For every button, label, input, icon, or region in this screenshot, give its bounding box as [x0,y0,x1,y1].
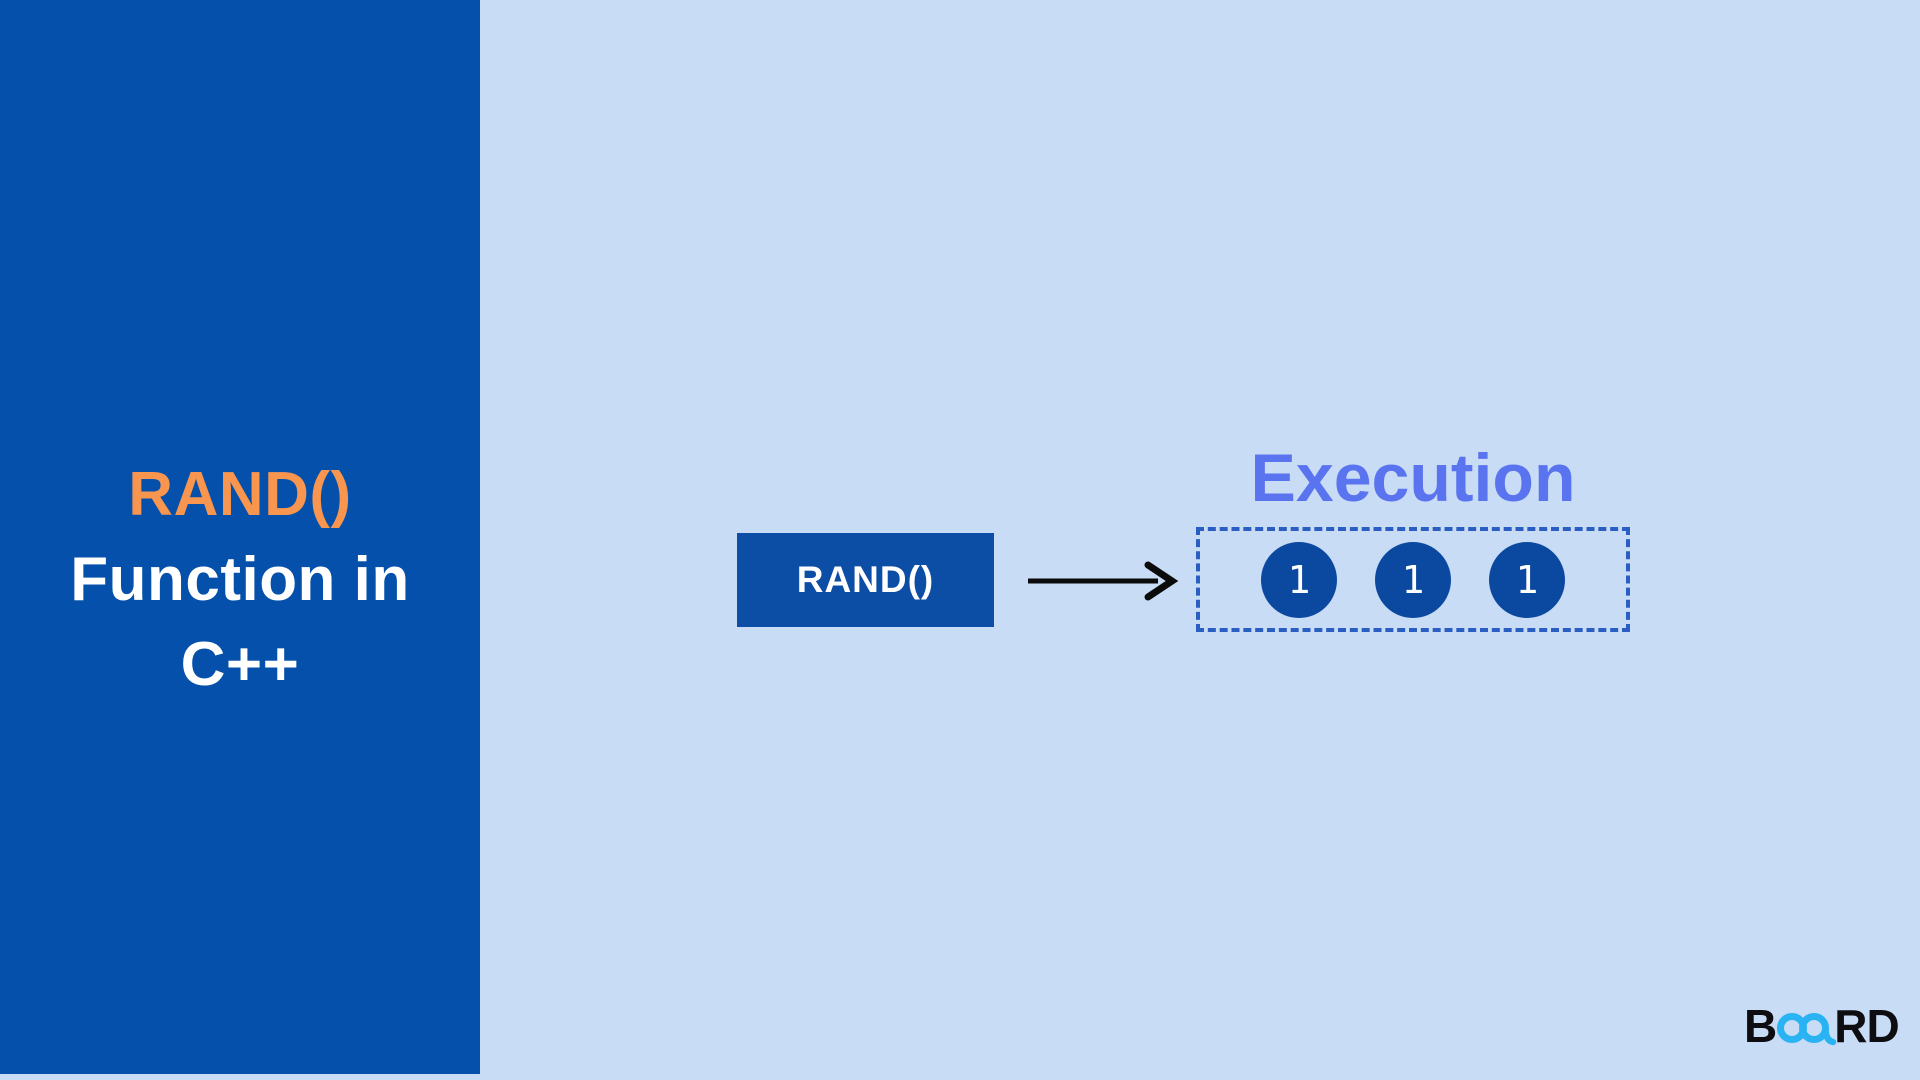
execution-output-box: 1 1 1 [1196,527,1630,632]
infinity-right-ring [1799,1013,1830,1043]
output-circle-2: 1 [1375,541,1451,618]
output-circle-1: 1 [1261,541,1337,618]
title-line-rand: RAND() [128,460,352,529]
logo-text-rd: RD [1834,1000,1899,1052]
arrow-right-icon [1028,561,1179,601]
execution-heading: Execution [1250,440,1576,516]
infinity-tail [1822,1024,1837,1046]
output-circle-3: 1 [1489,541,1565,618]
page-title: RAND() Function in C++ [0,452,480,707]
title-line-function-in: Function in [70,545,410,614]
title-line-cpp: C++ [180,630,300,699]
logo-text-b: B [1744,1000,1777,1052]
rand-function-box: RAND() [737,533,994,627]
infinity-icon [1777,1013,1837,1046]
sidebar: RAND() Function in C++ [0,0,480,1074]
board-logo: B RD [1744,1000,1900,1052]
arrow-head [1144,561,1179,601]
